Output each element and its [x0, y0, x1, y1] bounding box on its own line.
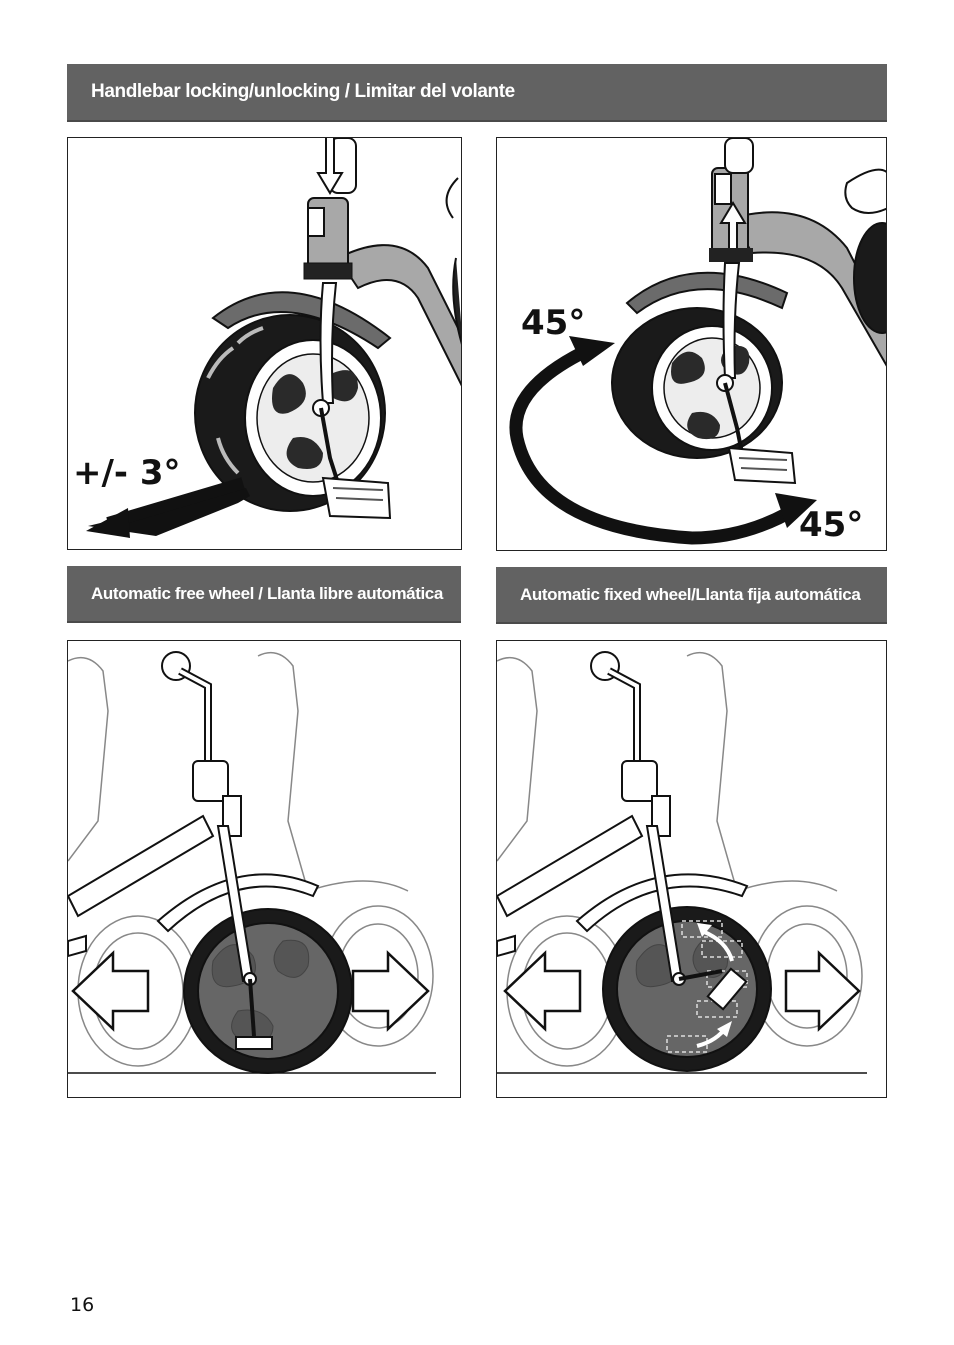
double-arrow-icon	[503, 950, 861, 1032]
angle-label-45-top: 45°	[521, 303, 586, 343]
illustration-handlebar-unlocked: 45° 45°	[496, 137, 887, 551]
illustration-fixed-wheel	[496, 640, 887, 1098]
double-arrow-icon	[71, 950, 430, 1032]
section-title: Automatic free wheel / Llanta libre auto…	[91, 583, 443, 603]
section-header-fixed-wheel: Automatic fixed wheel/Llanta fija automá…	[496, 567, 887, 624]
section-title: Handlebar locking/unlocking / Limitar de…	[91, 81, 515, 102]
angle-label-3deg: +/- 3°	[73, 453, 181, 493]
tricycle-side-fixed-wheel-illustration	[497, 651, 867, 1074]
curved-arrow-icon	[509, 342, 801, 545]
tricycle-side-free-wheel-illustration	[68, 651, 436, 1074]
page-number: 16	[70, 1294, 95, 1316]
illustration-free-wheel	[67, 640, 461, 1098]
section-header-handlebar: Handlebar locking/unlocking / Limitar de…	[67, 64, 887, 122]
section-header-free-wheel: Automatic free wheel / Llanta libre auto…	[67, 566, 461, 623]
angle-label-45-bottom: 45°	[799, 505, 864, 545]
tricycle-front-unlocked-illustration	[509, 138, 886, 545]
illustration-handlebar-locked: +/- 3°	[67, 137, 462, 550]
tricycle-front-locked-illustration	[86, 138, 461, 538]
section-title: Automatic fixed wheel/Llanta fija automá…	[520, 584, 861, 604]
